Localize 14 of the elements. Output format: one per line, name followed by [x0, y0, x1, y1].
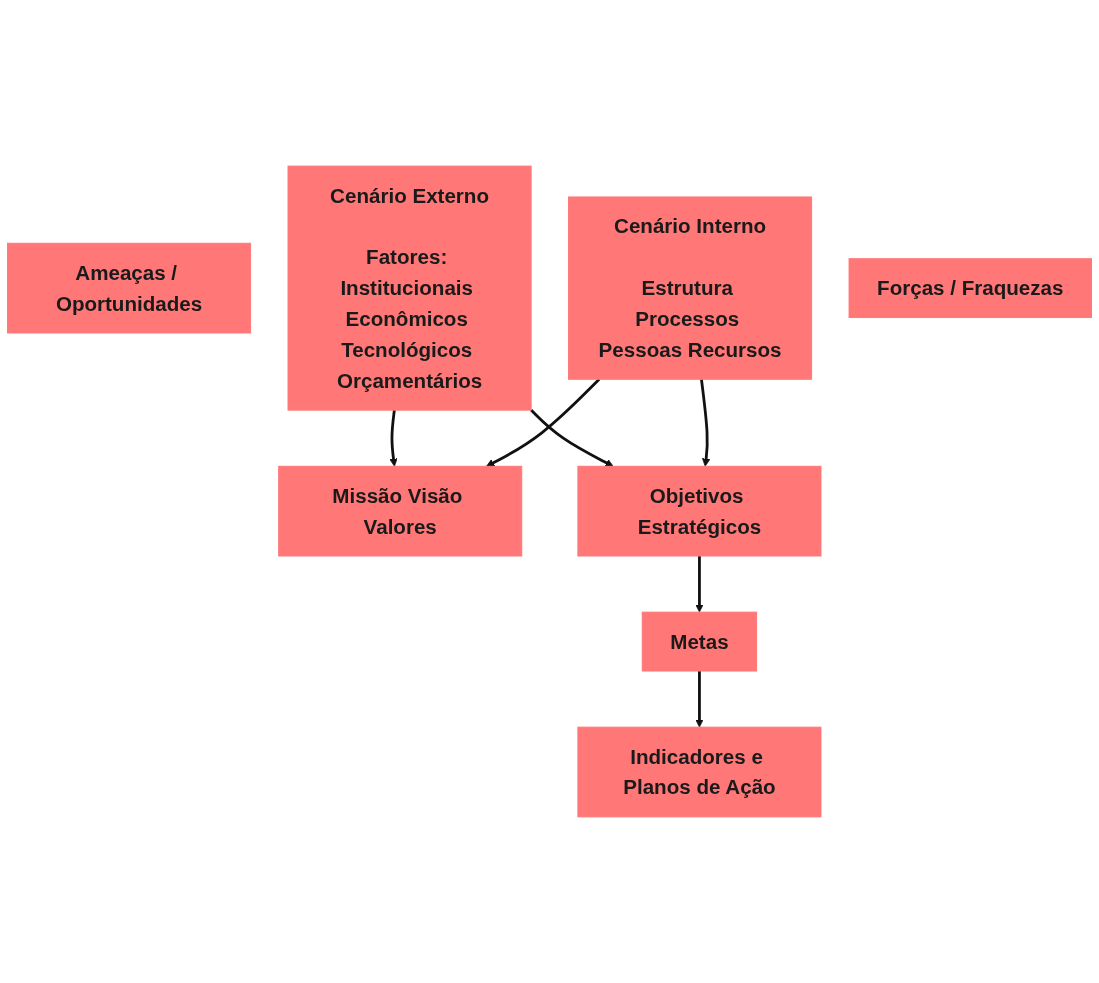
arrow [530, 409, 614, 467]
node-box: Objetivos Estratégicos [577, 465, 822, 557]
node-box: Missão Visão Valores [278, 465, 523, 557]
node-box: Ameaças / Oportunidades [7, 242, 252, 334]
node-box: Indicadores e Planos de Ação [577, 726, 822, 818]
node-box: Cenário Externo Fatores: Institucionais Econômicos Tecnológicos Orçamentários [287, 165, 532, 411]
arrow [389, 409, 398, 467]
node-box: Cenário Interno Estrutura Processos Pessoas Recursos [568, 196, 813, 380]
arrow [486, 378, 601, 467]
node-box: Forças / Fraquezas [848, 258, 1092, 319]
arrow [700, 379, 711, 467]
node-box: Metas [641, 611, 758, 672]
arrow [695, 556, 704, 613]
arrow [695, 671, 704, 728]
